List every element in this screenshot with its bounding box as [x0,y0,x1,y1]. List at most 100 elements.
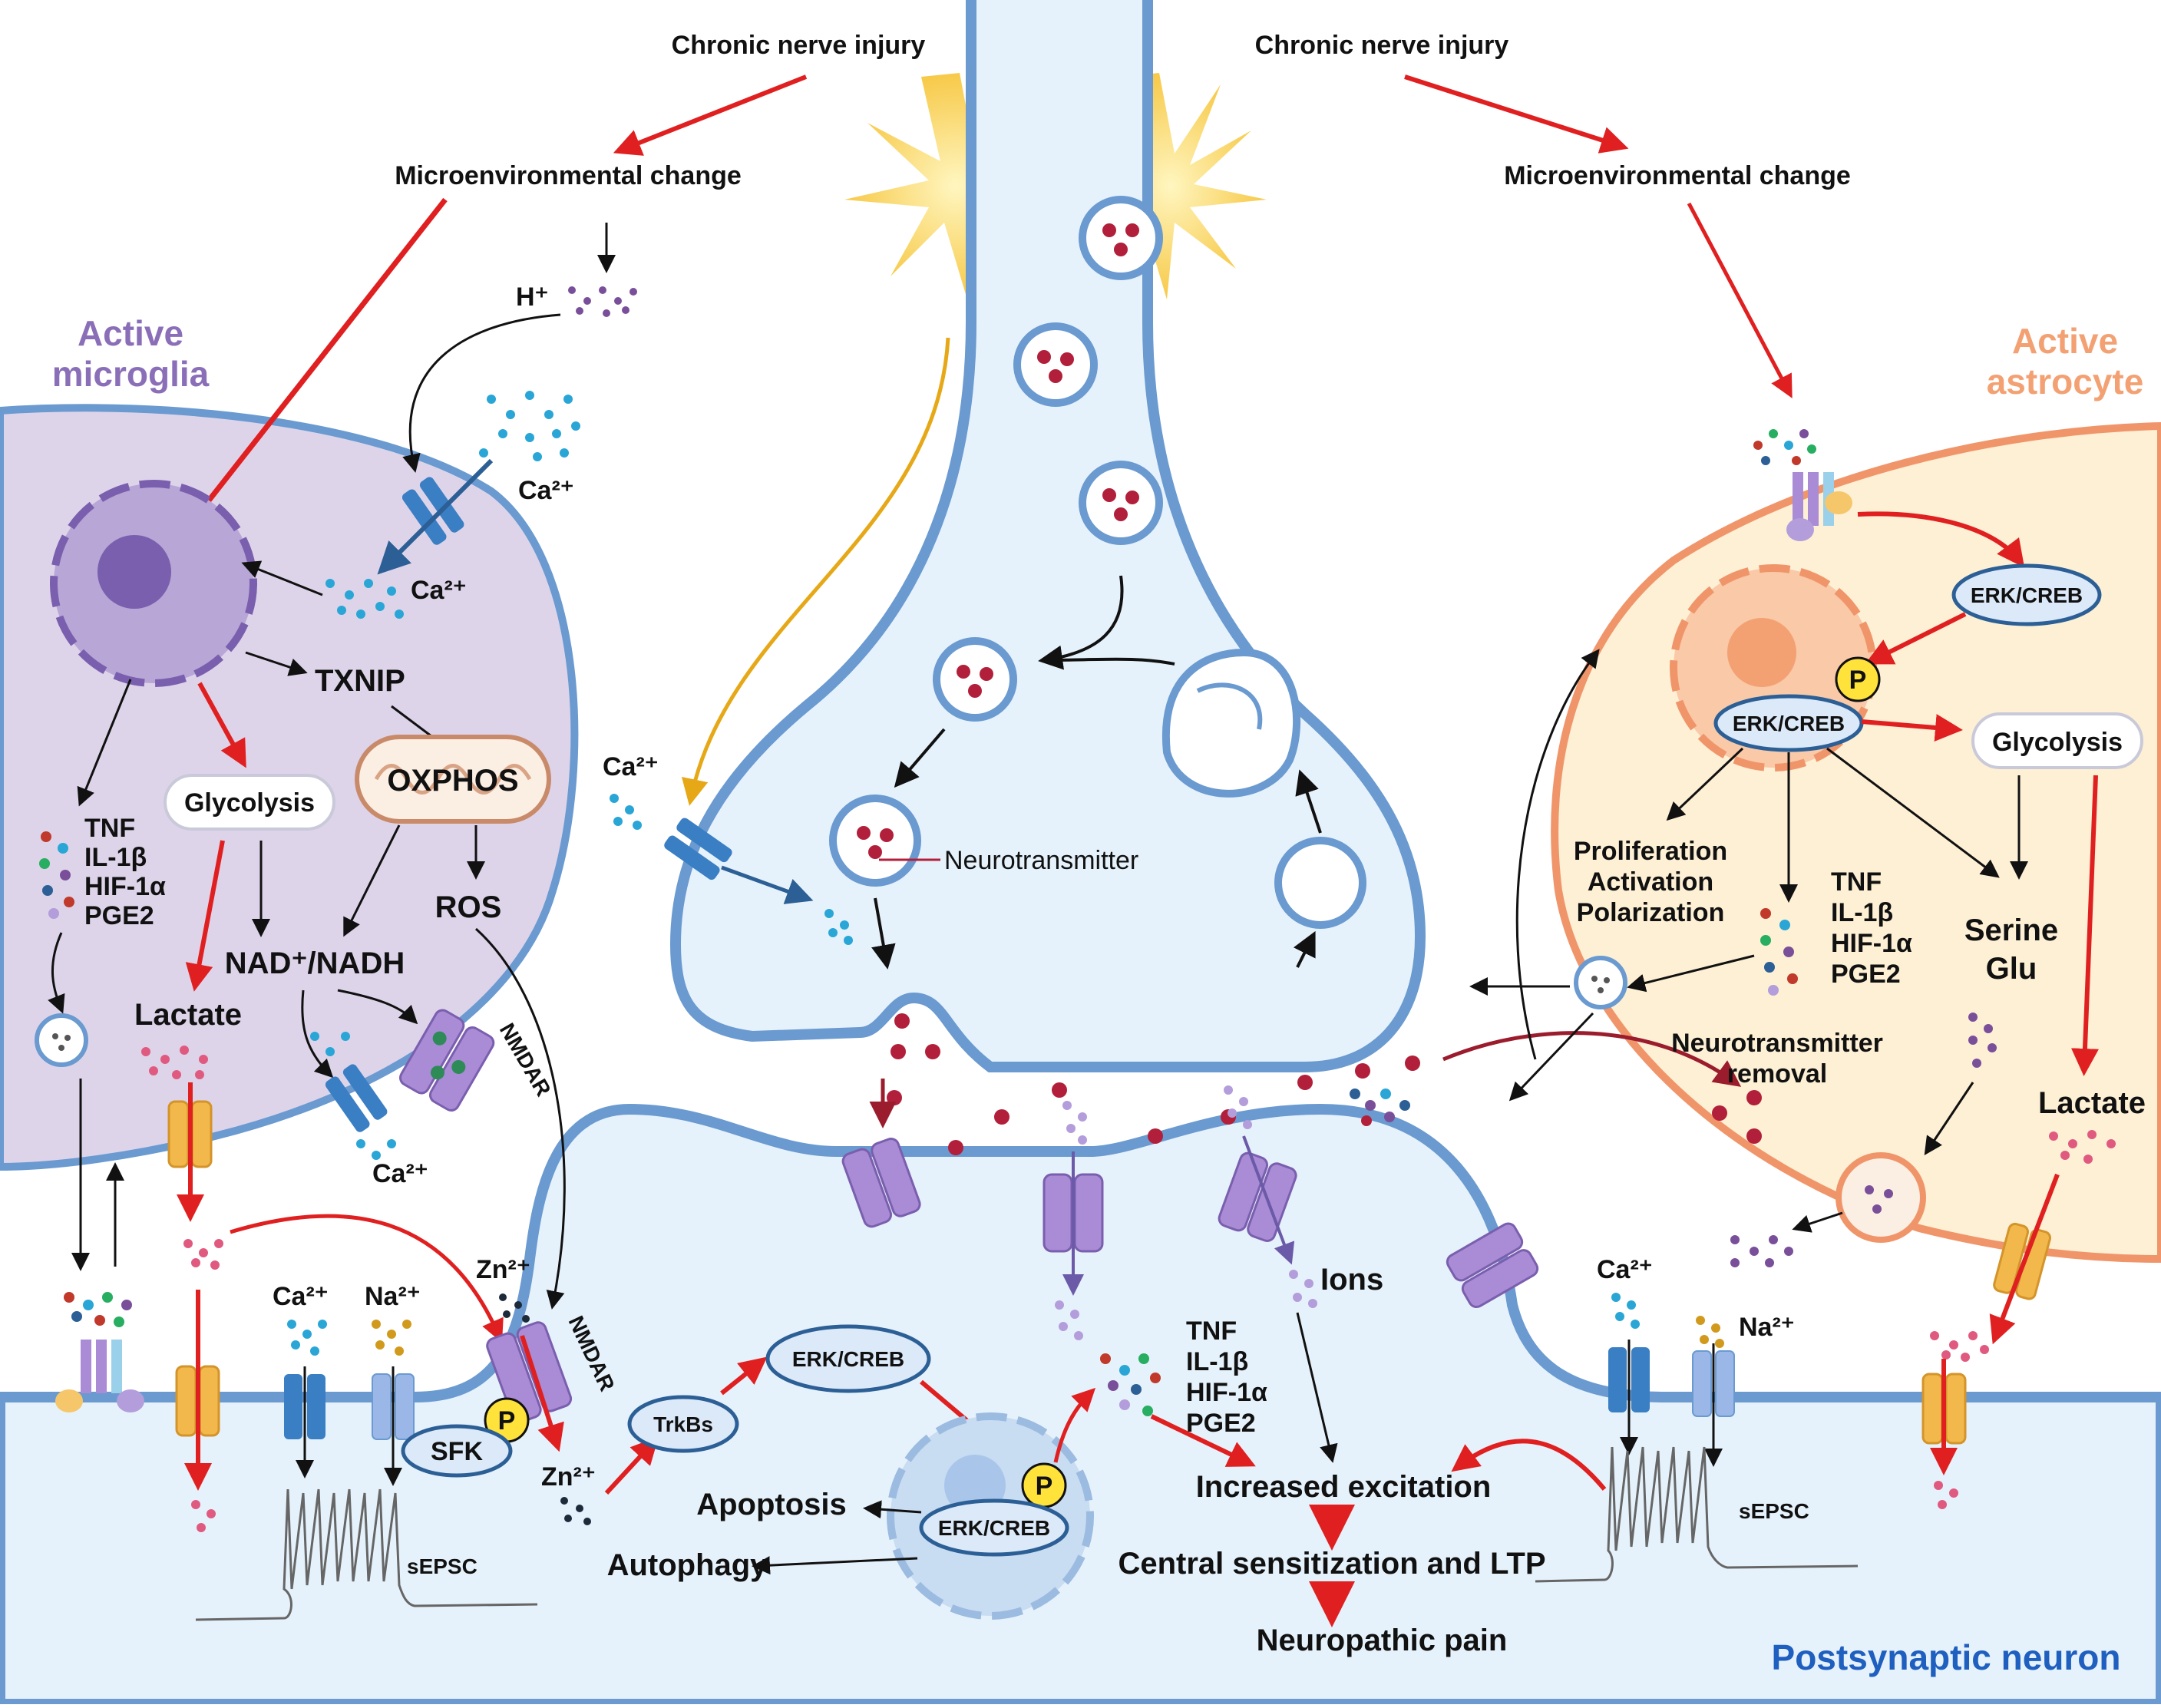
astrocyte-erk-top-label: ERK/CREB [1971,583,2083,607]
arrow-ca-into-presyn [721,865,814,904]
arrow-lactate-to-nmdar [230,1214,504,1343]
apoptosis-label: Apoptosis [696,1488,847,1521]
postsyn-mct-right [1921,1373,1967,1445]
postsyn-receptor-2 [1043,1173,1104,1253]
postsyn-mct-left [175,1365,220,1437]
proliferation-label-1: Activation [1588,867,1713,897]
proliferation-label-2: Polarization [1577,898,1725,927]
serine-label: Serine [1964,913,2058,947]
postsyn-zn-bottom-label: Zn²⁺ [541,1462,596,1492]
astrocyte-lactate-out-dots [1930,1331,1989,1362]
postsyn-na-channel-right [1692,1350,1735,1417]
microglia-cytokine-3: PGE2 [84,901,154,930]
astrocyte-vesicle [1574,956,1627,1009]
presynaptic-ca-label: Ca²⁺ [603,752,659,781]
astrocyte-erk-nuclear-label: ERK/CREB [1733,712,1845,735]
increased-excitation-label: Increased excitation [1196,1470,1492,1504]
sfk-label: SFK [431,1437,483,1466]
right-change-label: Microenvironmental change [1504,161,1851,190]
synaptic-vesicle-1 [1079,196,1163,280]
postsyn-nucleus-p-label: P [1036,1472,1053,1501]
arrow-glu-vesicle-out [1792,1211,1843,1233]
microglia-cytokine-dots [39,831,74,919]
sepsc-trace-right [1535,1446,1859,1583]
neurotransmitter-label: Neurotransmitter [944,846,1138,875]
postsyn-nmdar [486,1321,573,1424]
arrow-cytokine-to-vesicle [48,932,65,1014]
arrow-erk-to-glycolysis [1861,714,1963,742]
arrow-vesicle-cycle-2 [1043,657,1175,666]
postsyn-ion-dots-ions [1289,1270,1317,1308]
microglia-nmdar-label: NMDAR [495,1019,556,1101]
left-trigger-label: Chronic nerve injury [672,31,926,60]
microglia-lactate-out-dots [183,1239,223,1270]
postsyn-erk-nucleus [919,1498,1069,1557]
microglia-cytokine-2: HIF-1α [84,872,166,901]
arrow-ions-through-receptor-3 [1242,1135,1295,1265]
cleft-ion-dots-1 [1062,1101,1087,1145]
postsyn-ca-left-dots [287,1320,327,1356]
postsyn-na-left-dots [372,1320,411,1356]
presynaptic-ca-in-dots [824,909,853,945]
recycling-endosome [1161,648,1301,798]
microglia-ca-channel-2 [325,1064,388,1132]
postsyn-zn-bottom-dots [560,1497,591,1525]
astrocyte-p-label: P [1849,666,1867,695]
arrow-nucleus-to-autophagy [752,1556,918,1575]
sfk-ellipse [401,1424,513,1478]
arrow-change-to-microglia [185,197,448,531]
arrow-nucleus-to-glycolysis [197,682,246,768]
synaptic-vesicle-5 [829,795,921,887]
arrow-glu-to-vesicle [1924,1082,1974,1155]
arrow-h-to-channel [402,313,561,473]
postsyn-microglia-receptor [55,1292,144,1412]
microglia-ca-bottom-label: Ca²⁺ [372,1159,428,1188]
microglia-vesicle [35,1013,88,1067]
arrow-ca-to-nucleus [241,560,323,596]
postsyn-receptor-3 [1218,1151,1297,1242]
microglia-glycolysis-label: Glycolysis [184,788,315,818]
microglia-ca-in-dots [325,579,404,619]
sepsc-left-label: sEPSC [407,1554,477,1578]
arrow-recycle-2 [1295,769,1322,834]
postsyn-cytokine-2: HIF-1α [1186,1378,1267,1407]
cleft-ion-dots-2 [1224,1085,1252,1129]
microglia-h-label: H⁺ [516,282,549,312]
astrocyte-lactate-dots [2049,1130,2116,1164]
arrow-injury-to-change-left [613,74,808,156]
arrow-oxphos-to-nad [343,824,401,937]
arrow-nad-to-ca-channel [301,989,334,1079]
arrow-injury-to-change-right [1404,74,1629,154]
astrocyte-cytokine-3: PGE2 [1831,960,1901,989]
astrocyte-nt-removed-dots [1712,1090,1762,1144]
arrow-glycolysis-to-lactate [185,840,225,992]
microglia-nucleus [50,480,257,687]
postsyn-ca-right-label: Ca²⁺ [1597,1255,1653,1284]
arrow-erk-to-nucleus [1865,612,1967,665]
h-ion-dots [568,286,637,317]
arrow-nucleus-to-txnip [245,651,308,676]
postsyn-erk-top [765,1324,931,1393]
autophagy-label: Autophagy [607,1548,768,1582]
arrow-erk-to-serine [1826,747,2000,878]
microglia-ca-bottom-dots [310,1032,396,1160]
postsyn-na-channel-left [372,1373,415,1440]
microglia-ca-out-dots [479,391,580,461]
microglia-ca-out-label: Ca²⁺ [518,476,574,505]
postsyn-ca-right-dots [1611,1293,1640,1329]
arrow-nad-to-nmdar [337,989,418,1025]
postsyn-na-right-label: Na²⁺ [1739,1313,1795,1342]
microglia-lactate-dots [141,1046,208,1079]
postsyn-ion-dots-center [1055,1300,1083,1340]
microglia-lactate-label: Lactate [134,998,242,1032]
arrow-change-to-astrocyte [1687,202,1793,398]
postsyn-zn-top-dots [499,1293,530,1323]
synaptic-vesicle-2 [1013,322,1098,407]
astrocyte-glycolysis-box [1971,712,2143,769]
astrocyte-receptor-cluster [1753,429,1852,541]
postsyn-p-label: P [498,1406,516,1435]
astrocyte-erk-top [1951,563,2102,626]
arrow-trkbs-to-erk [720,1356,768,1396]
